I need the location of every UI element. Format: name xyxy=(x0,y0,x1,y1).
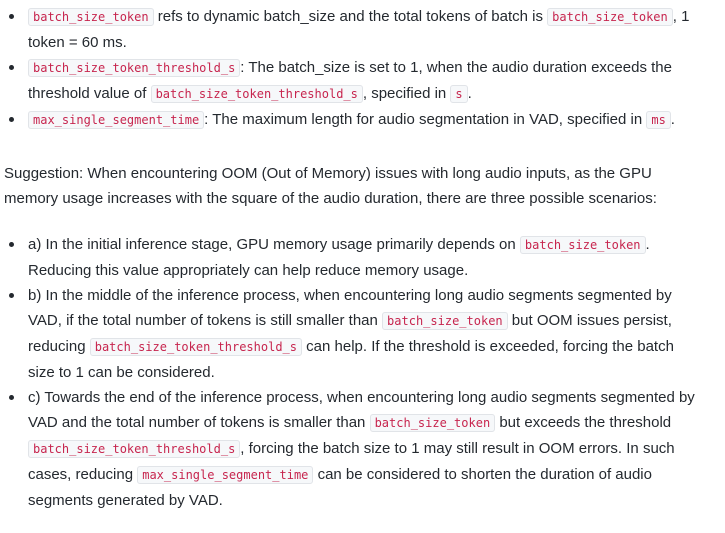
list-item-batch-size-token: batch_size_token refs to dynamic batch_s… xyxy=(0,4,725,55)
inline-code: batch_size_token xyxy=(547,8,673,26)
item-text: but exceeds the threshold xyxy=(495,414,672,431)
inline-code: batch_size_token_threshold_s xyxy=(89,338,303,356)
inline-code: ms xyxy=(646,111,671,129)
inline-code: max_single_segment_time xyxy=(137,466,314,484)
list-item-max-single-segment-time: max_single_segment_time: The maximum len… xyxy=(0,107,725,133)
inline-code: batch_size_token xyxy=(519,236,646,254)
item-text: . xyxy=(670,111,675,128)
item-text: refs to dynamic batch_size and the total… xyxy=(153,8,548,25)
inline-code: batch_size_token xyxy=(369,414,496,432)
item-text: : The maximum length for audio segmentat… xyxy=(204,111,647,128)
inline-code: s xyxy=(450,85,468,103)
list-item-batch-size-token-threshold: batch_size_token_threshold_s: The batch_… xyxy=(0,55,725,107)
list-item-scenario-c: c) Towards the end of the inference proc… xyxy=(0,385,725,513)
item-text: a) In the initial inference stage, GPU m… xyxy=(28,236,520,253)
scenario-list: a) In the initial inference stage, GPU m… xyxy=(0,232,725,513)
inline-code: batch_size_token_threshold_s xyxy=(150,85,363,103)
spacer xyxy=(0,211,725,232)
item-text: , specified in xyxy=(362,85,451,102)
item-text: b) In the middle of the inference proces… xyxy=(28,287,672,329)
inline-code: max_single_segment_time xyxy=(28,111,205,129)
item-text: can help. If the threshold is exceeded, … xyxy=(28,338,674,381)
inline-code: batch_size_token_threshold_s xyxy=(28,440,241,458)
list-item-scenario-b: b) In the middle of the inference proces… xyxy=(0,283,725,385)
spacer xyxy=(0,133,725,161)
parameter-list: batch_size_token refs to dynamic batch_s… xyxy=(0,4,725,133)
inline-code: batch_size_token_threshold_s xyxy=(28,59,241,77)
item-text: : The batch_size is set to 1, when the a… xyxy=(28,59,672,102)
item-text: , 1 token = 60 ms. xyxy=(28,8,690,51)
list-item-scenario-a: a) In the initial inference stage, GPU m… xyxy=(0,232,725,283)
item-text: can be considered to shorten the duratio… xyxy=(28,466,652,509)
inline-code: batch_size_token xyxy=(28,8,154,26)
item-text: . xyxy=(467,85,472,102)
inline-code: batch_size_token xyxy=(382,312,508,330)
suggestion-paragraph: Suggestion: When encountering OOM (Out o… xyxy=(4,165,657,207)
item-text: , forcing the batch size to 1 may still … xyxy=(28,440,675,483)
item-text: . Reducing this value appropriately can … xyxy=(28,236,650,279)
item-text: c) Towards the end of the inference proc… xyxy=(28,389,695,431)
item-text: but OOM issues persist, reducing xyxy=(28,312,672,355)
